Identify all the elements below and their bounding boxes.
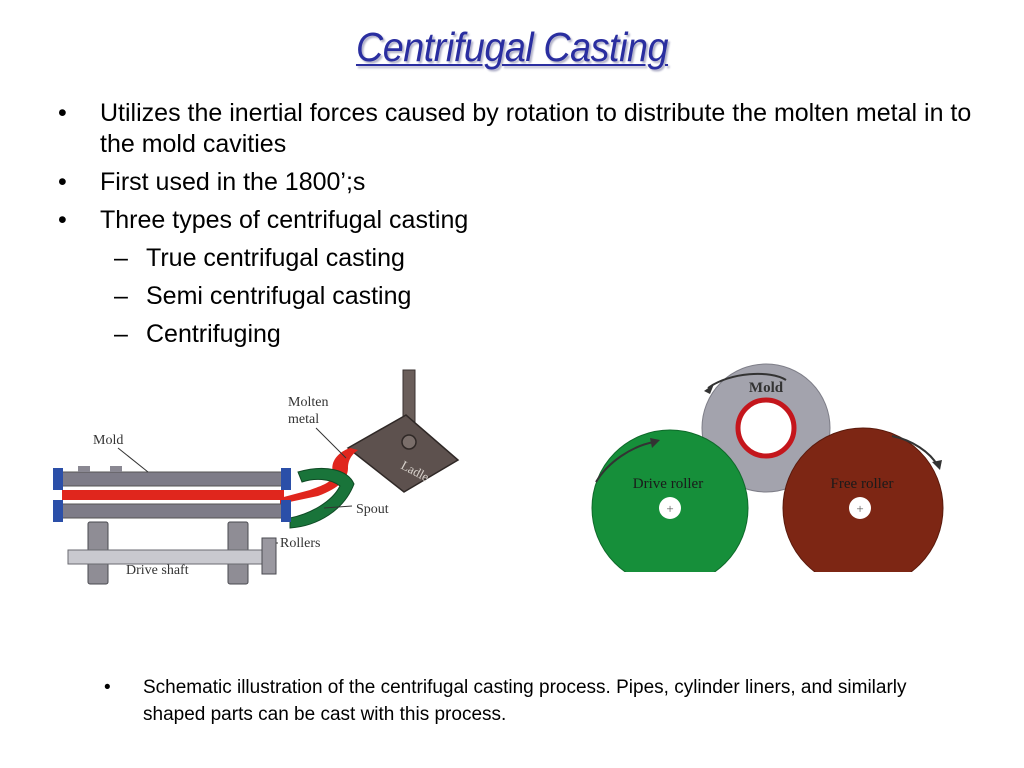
bullet-dot: • [58,206,67,234]
sub-bullet-item: – True centrifugal casting [58,243,978,274]
drive-shaft-label: Drive shaft [126,563,189,578]
leader-line [315,427,347,459]
bullet-text: Three types of centrifugal casting [100,206,469,234]
mold-top-tab [78,466,90,472]
mold-lower-end-right [281,500,291,522]
bullet-dot: • [58,168,67,196]
mold-label: Mold [93,433,123,448]
sub-bullet-item: – Centrifuging [58,319,978,350]
molten-metal-label: metal [288,412,319,427]
spout [289,467,355,529]
sub-bullet-text: Semi centrifugal casting [146,282,412,310]
mold-upper [57,471,287,487]
leader-line [117,447,149,473]
sub-bullet-text: Centrifuging [146,320,281,348]
leader-line [323,505,353,509]
mold-upper-end-right [281,468,291,490]
arrowhead-icon [650,438,660,448]
mold-top-tab [110,466,122,472]
sub-bullet-text: True centrifugal casting [146,244,405,272]
arrowhead-icon [704,384,714,394]
mold-lower [57,503,287,519]
sub-bullet-item: – Semi centrifugal casting [58,281,978,312]
rollers-figure: Mold + Drive roller + Free roller [591,363,944,572]
slide-title: Centrifugal Casting [355,24,669,70]
ladle-body [346,414,460,493]
molten-metal-stream [280,448,358,504]
ladle-pivot [401,434,417,450]
arrowhead-icon [932,460,942,470]
mold-disc-label: Mold [749,380,784,396]
rollers-label: Rollers [280,536,320,551]
sub-bullet-dash: – [114,282,128,310]
bullet-dot: • [104,677,111,698]
bullet-item: • First used in the 1800’;s [58,167,978,198]
free-roller-label: Free roller [831,476,894,492]
mold-ring [735,397,797,459]
hub-plus: + [856,501,863,516]
bullet-item: • Utilizes the inertial forces caused by… [58,98,978,160]
spout-label: Spout [356,502,389,517]
bullet-item: • Three types of centrifugal casting [58,205,978,236]
drive-roller-hub [659,497,681,519]
bullet-dot: • [58,99,67,127]
rotation-arrow-drive [595,441,655,483]
shaft-collar [261,537,277,575]
rotation-arrow-mold [707,372,787,389]
mold-lower-end-left [53,500,63,522]
sub-bullet-dash: – [114,244,128,272]
bullet-list: • Utilizes the inertial forces caused by… [58,98,978,357]
molten-metal-label: Molten [288,395,328,410]
bullet-text: Utilizes the inertial forces caused by r… [100,99,972,158]
bullet-text: First used in the 1800’;s [100,168,366,196]
drive-roller-label: Drive roller [633,476,703,492]
molten-metal-in-mold [62,490,284,500]
casting-machine-figure: Ladle Mold Molten metal Spout Rollers Dr… [53,369,460,585]
caption-text: Schematic illustration of the centrifuga… [143,677,907,725]
drive-shaft [67,549,269,565]
sub-bullet-dash: – [114,320,128,348]
free-roller-hub [849,497,871,519]
mold-upper-end-left [53,468,63,490]
hub-plus: + [666,501,673,516]
